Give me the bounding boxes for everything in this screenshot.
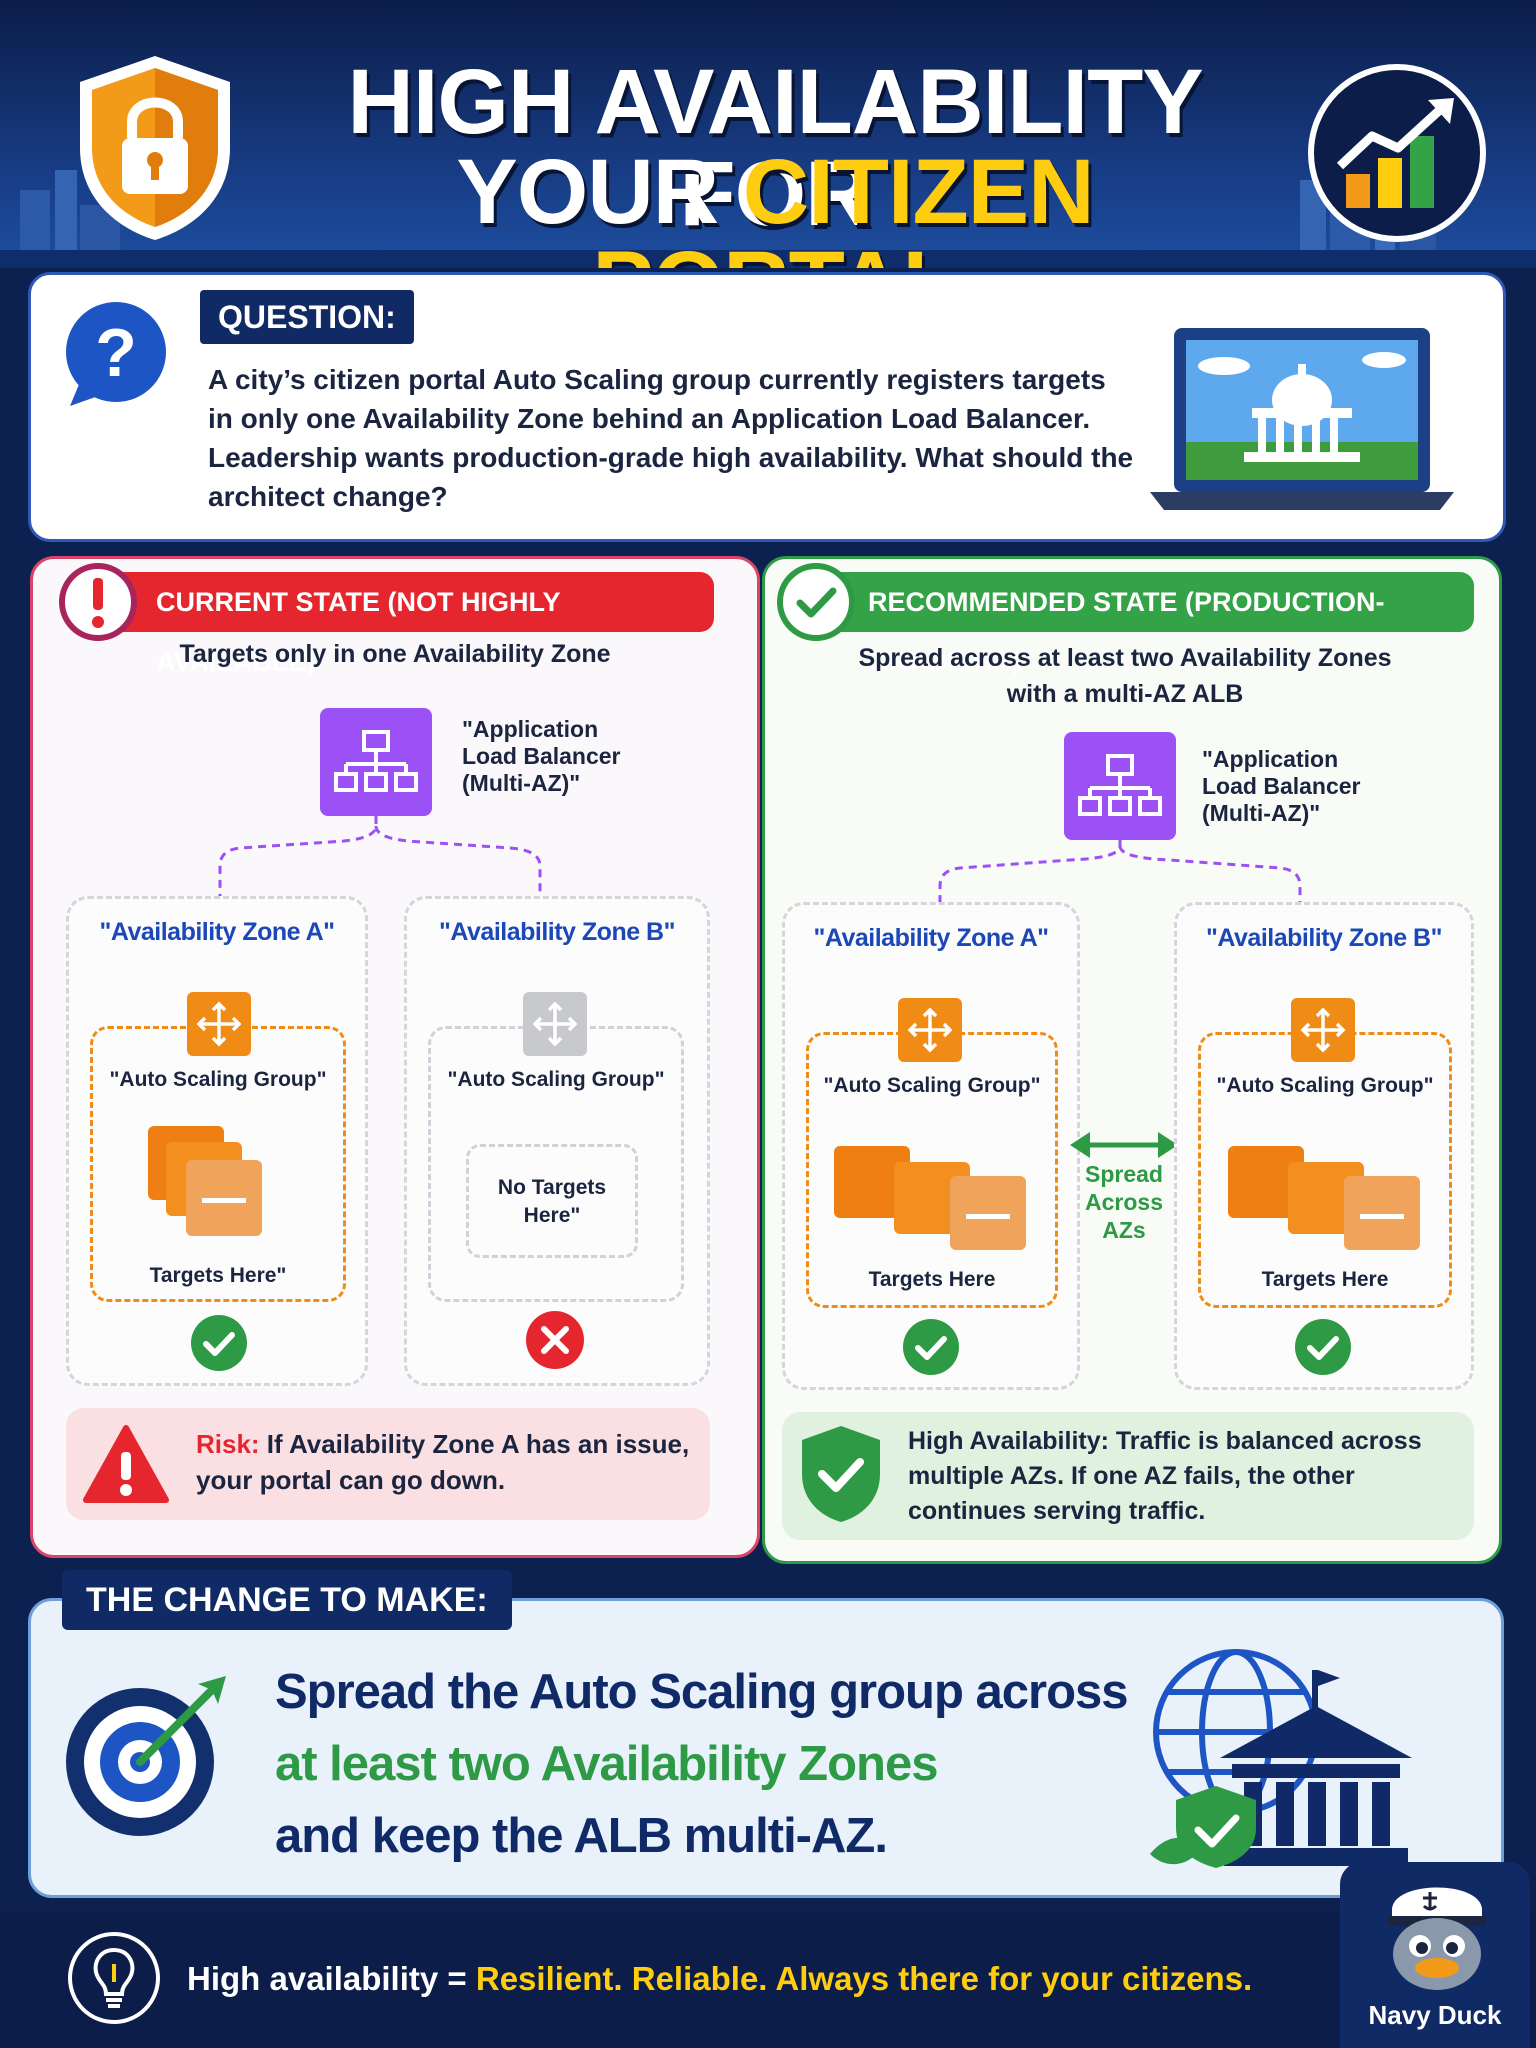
recommended-asg-b-label: "Auto Scaling Group" (1216, 1074, 1434, 1097)
risk-bold: Risk: (196, 1429, 260, 1459)
server-group-icon (834, 1146, 1026, 1250)
svg-text:?: ? (95, 315, 137, 391)
x-circle-icon (526, 1311, 584, 1369)
check-circle-icon (1295, 1319, 1351, 1375)
risk-line-1-text: If Availability Zone A has an issue, (259, 1429, 690, 1459)
recommended-zone-a (782, 902, 1080, 1390)
ha-line-2: multiple AZs. If one AZ fails, the other (908, 1462, 1355, 1490)
auto-scaling-icon-disabled (523, 992, 587, 1056)
spread-line-3: AZs (1102, 1217, 1146, 1243)
recommended-asg-a-label: "Auto Scaling Group" (823, 1074, 1041, 1097)
footer-bar (0, 1912, 1536, 2048)
no-targets-line-1: No Targets (497, 1176, 607, 1199)
current-asg-a-label: "Auto Scaling Group" (109, 1068, 327, 1091)
change-line-1: Spread the Auto Scaling group across (275, 1665, 1129, 1719)
check-circle-icon (903, 1319, 959, 1375)
recommended-zone-b (1174, 902, 1474, 1390)
alb-label-line-1: "Application (462, 716, 599, 742)
change-line-2: at least two Availability Zones (275, 1737, 938, 1791)
server-stack-icon (148, 1126, 262, 1236)
check-circle-icon (191, 1315, 247, 1371)
recommended-subtitle-line-2: with a multi-AZ ALB (1006, 680, 1244, 708)
duck-mascot-icon (1388, 1887, 1486, 1990)
recommended-subtitle-line-1: Spread across at least two Availability … (858, 644, 1392, 672)
target-arrow-icon (66, 1676, 226, 1836)
alb-label-line-3: (Multi-AZ)" (1202, 800, 1321, 826)
spread-line-2: Across (1085, 1189, 1163, 1215)
risk-box (66, 1408, 710, 1520)
server-group-icon (1228, 1146, 1420, 1250)
risk-line-2: your portal can go down. (196, 1465, 506, 1495)
shield-check-icon (802, 1426, 880, 1522)
ha-line-3: continues serving traffic. (908, 1497, 1206, 1525)
check-badge-icon (777, 563, 855, 641)
current-state-subtitle: Targets only in one Availability Zone (179, 640, 611, 668)
title-white-part: YOUR (456, 141, 743, 243)
auto-scaling-icon (187, 992, 251, 1056)
current-alb-connector (218, 816, 542, 896)
recommended-targets-a-label: Targets Here (868, 1268, 996, 1291)
page-title-line-1: HIGH AVAILABILITY FOR (347, 51, 1203, 245)
no-targets-line-2: Here" (523, 1204, 581, 1227)
question-label: QUESTION: (200, 290, 414, 344)
ha-line-1-text: Traffic is balanced across (1108, 1427, 1422, 1455)
no-targets-box (466, 1144, 638, 1258)
question-text: A city’s citizen portal Auto Scaling gro… (208, 364, 1134, 512)
risk-text: Risk: If Availability Zone A has an issu… (196, 1426, 689, 1498)
page-title-line-2: YOUR CITIZEN PORTAL (270, 146, 1280, 268)
recommended-zone-a-title: "Availability Zone A" (813, 924, 1049, 952)
current-state-title: CURRENT STATE (NOT HIGHLY AVAILABLE) (88, 572, 714, 677)
footer-tagline-highlight: Resilient. Reliable. Always there for yo… (475, 1960, 1253, 1997)
current-asg-b-label: "Auto Scaling Group" (447, 1068, 665, 1091)
alb-label-line-2: Load Balancer (1202, 773, 1361, 799)
alb-label-line-2: Load Balancer (462, 743, 621, 769)
recommended-alb-connector (938, 840, 1302, 904)
recommended-targets-b-label: Targets Here (1261, 1268, 1389, 1291)
current-zone-b-title: "Availability Zone B" (439, 918, 675, 946)
alert-circle-icon (59, 563, 137, 641)
current-zone-a-title: "Availability Zone A" (99, 918, 335, 946)
globe-government-building-icon (1150, 1649, 1412, 1868)
current-targets-a-label: Targets Here" (149, 1264, 287, 1287)
recommended-subtitle: Spread across at least two Availability … (780, 640, 1470, 712)
question-bubble-icon: ? (66, 302, 166, 406)
footer-tagline: High availability = Resilient. Reliable.… (187, 1960, 1252, 1998)
laptop-capitol-icon (1150, 328, 1454, 510)
high-availability-text: High Availability: Traffic is balanced a… (908, 1424, 1422, 1529)
growth-chart-icon (1308, 64, 1486, 242)
recommended-zone-b-title: "Availability Zone B" (1206, 924, 1442, 952)
warning-triangle-icon (83, 1425, 169, 1503)
alb-label-line-3: (Multi-AZ)" (462, 770, 581, 796)
current-zone-b (404, 896, 710, 1386)
auto-scaling-icon (1291, 998, 1355, 1062)
mascot-name: Navy Duck (1368, 2000, 1502, 2030)
change-label: THE CHANGE TO MAKE: (62, 1570, 512, 1630)
risk-line-1: Risk: If Availability Zone A has an issu… (196, 1426, 689, 1462)
header-banner: HIGH AVAILABILITY FOR YOUR CITIZEN PORTA… (0, 0, 1536, 268)
load-balancer-icon (320, 708, 432, 816)
high-availability-box (782, 1412, 1474, 1540)
change-line-3: and keep the ALB multi-AZ. (275, 1809, 888, 1863)
auto-scaling-icon (898, 998, 962, 1062)
shield-lock-icon (80, 56, 230, 240)
alb-label-line-1: "Application (1202, 746, 1339, 772)
load-balancer-icon (1064, 732, 1176, 840)
lightbulb-icon (68, 1932, 160, 2024)
title-highlight: CITIZEN PORTAL (592, 141, 1094, 268)
footer-lead: High availability = (187, 1960, 476, 1997)
ha-bold: High Availability: (908, 1427, 1109, 1455)
recommended-state-title: RECOMMENDED STATE (PRODUCTION-GRADE HA) (808, 572, 1474, 677)
spread-arrow-icon (1070, 1132, 1178, 1158)
spread-line-1: Spread (1085, 1161, 1163, 1187)
ha-line-1: High Availability: Traffic is balanced a… (908, 1424, 1422, 1459)
